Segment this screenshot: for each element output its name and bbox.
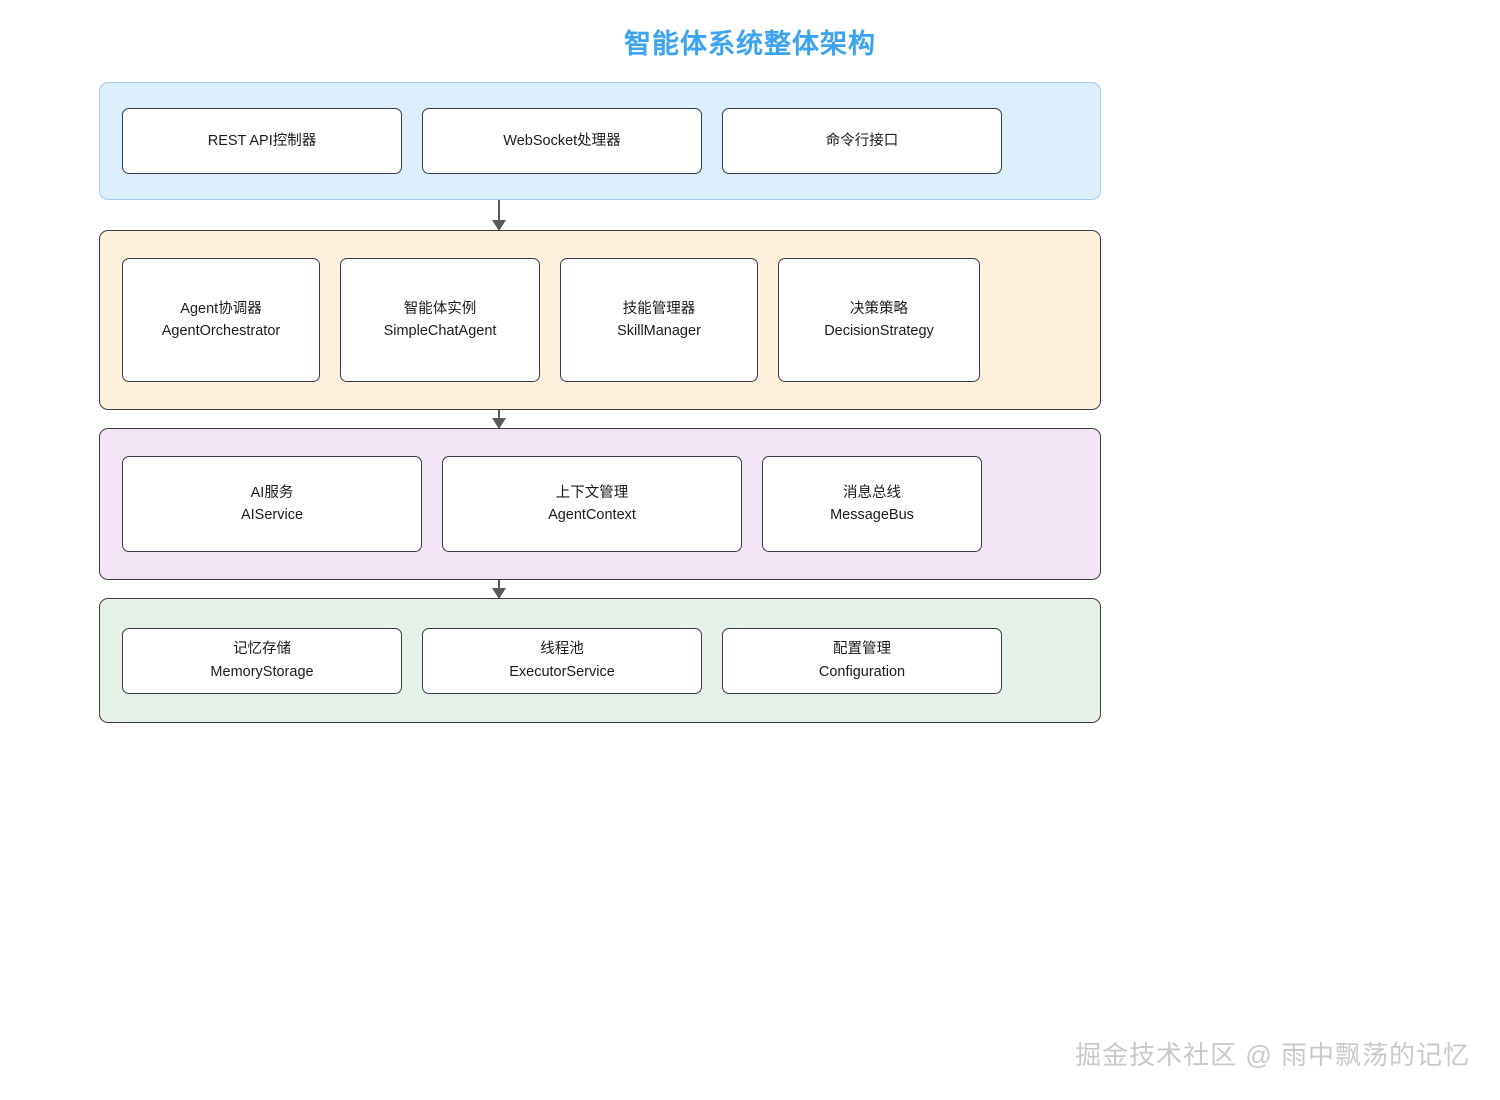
node-cli-interface[interactable]: 命令行接口 [722, 108, 1002, 174]
architecture-diagram: REST API控制器 WebSocket处理器 命令行接口 Agent协调器 … [99, 82, 1101, 723]
node-rest-api-controller[interactable]: REST API控制器 [122, 108, 402, 174]
node-agent-context[interactable]: 上下文管理 AgentContext [442, 456, 742, 552]
node-label-cn: 消息总线 [843, 484, 901, 501]
layer-infra: 记忆存储 MemoryStorage 线程池 ExecutorService 配… [99, 598, 1101, 723]
node-label-cn: 配置管理 [833, 641, 891, 658]
node-label-cn: 决策策略 [850, 300, 908, 317]
node-decision-strategy[interactable]: 决策策略 DecisionStrategy [778, 258, 980, 382]
node-label-en: MemoryStorage [210, 663, 314, 680]
node-label-cn: 上下文管理 [555, 484, 629, 501]
node-label-cn: WebSocket处理器 [503, 132, 621, 149]
node-websocket-handler[interactable]: WebSocket处理器 [422, 108, 702, 174]
layer-api: REST API控制器 WebSocket处理器 命令行接口 [99, 82, 1101, 200]
node-message-bus[interactable]: 消息总线 MessageBus [762, 456, 982, 552]
node-simple-chat-agent[interactable]: 智能体实例 SimpleChatAgent [340, 258, 540, 382]
node-label-cn: Agent协调器 [180, 300, 262, 317]
layer-agent: Agent协调器 AgentOrchestrator 智能体实例 SimpleC… [99, 230, 1101, 410]
page-title: 智能体系统整体架构 [624, 29, 876, 59]
watermark: 掘金技术社区 @ 雨中飘荡的记忆 [1075, 1040, 1470, 1070]
node-label-cn: 线程池 [540, 641, 584, 658]
node-label-en: AgentContext [548, 507, 636, 523]
node-configuration[interactable]: 配置管理 Configuration [722, 627, 1002, 694]
node-label-en: MessageBus [830, 507, 914, 523]
node-label-en: AgentOrchestrator [161, 323, 281, 339]
node-label-en: SkillManager [617, 323, 701, 339]
node-label-cn: 技能管理器 [622, 300, 696, 317]
node-label-en: SimpleChatAgent [383, 323, 497, 339]
node-label-cn: AI服务 [250, 484, 294, 501]
layer-service: AI服务 AIService 上下文管理 AgentContext 消息总线 M… [99, 428, 1101, 580]
node-memory-storage[interactable]: 记忆存储 MemoryStorage [122, 627, 402, 694]
node-label-en: DecisionStrategy [824, 323, 934, 339]
node-executor-service[interactable]: 线程池 ExecutorService [422, 627, 702, 694]
node-label-en: ExecutorService [509, 663, 615, 680]
connector-agent-to-service [498, 410, 501, 428]
node-label-cn: 命令行接口 [825, 132, 899, 149]
node-skill-manager[interactable]: 技能管理器 SkillManager [560, 258, 758, 382]
node-label-en: AIService [240, 507, 304, 523]
node-label-cn: 智能体实例 [403, 300, 477, 317]
node-ai-service[interactable]: AI服务 AIService [122, 456, 422, 552]
connector-service-to-infra [498, 580, 501, 598]
node-agent-orchestrator[interactable]: Agent协调器 AgentOrchestrator [122, 258, 320, 382]
node-label-en: Configuration [818, 663, 906, 680]
node-label-cn: 记忆存储 [233, 641, 291, 658]
connector-api-to-agent [498, 200, 501, 230]
node-label-cn: REST API控制器 [207, 132, 317, 149]
